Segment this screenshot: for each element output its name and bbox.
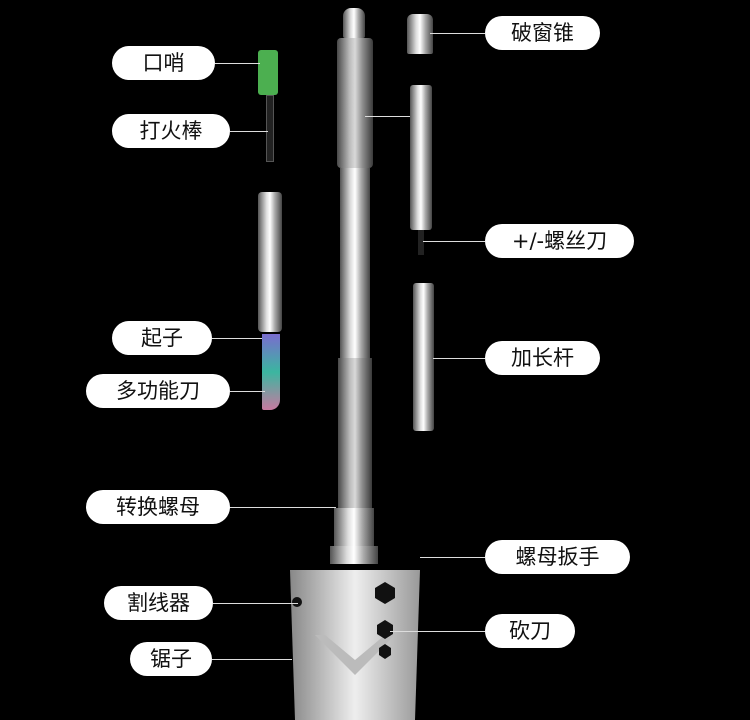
label-extension-rod: 加长杆: [485, 341, 600, 375]
screwdriver-bit: [418, 230, 424, 255]
whistle: [258, 50, 278, 95]
label-saw: 锯子: [130, 642, 212, 676]
shovel-blade: [290, 570, 420, 720]
label-nut-wrench: 螺母扳手: [485, 540, 630, 574]
shaft-middle: [340, 168, 370, 358]
fire-rod: [266, 95, 274, 162]
label-machete: 砍刀: [485, 614, 575, 648]
label-bottle-opener: 起子: [112, 321, 212, 355]
wrench-nut: [330, 546, 378, 564]
window-breaker: [407, 14, 433, 54]
label-wire-cutter: 割线器: [104, 586, 213, 620]
extension-rod: [413, 283, 434, 431]
label-multi-knife: 多功能刀: [86, 374, 230, 408]
multi-knife: [262, 334, 280, 410]
screwdriver-handle: [410, 85, 432, 230]
shaft-handle: [337, 38, 373, 168]
shaft-tip: [343, 8, 365, 38]
shaft-grip: [338, 358, 372, 508]
label-fire-starter: 打火棒: [112, 114, 230, 148]
conversion-nut: [334, 508, 374, 546]
label-whistle: 口哨: [112, 46, 215, 80]
screwdriver-tube: [258, 192, 282, 332]
label-window-breaker: 破窗锥: [485, 16, 600, 50]
label-screwdriver: +/-螺丝刀: [485, 224, 634, 258]
label-conversion-nut: 转换螺母: [86, 490, 230, 524]
